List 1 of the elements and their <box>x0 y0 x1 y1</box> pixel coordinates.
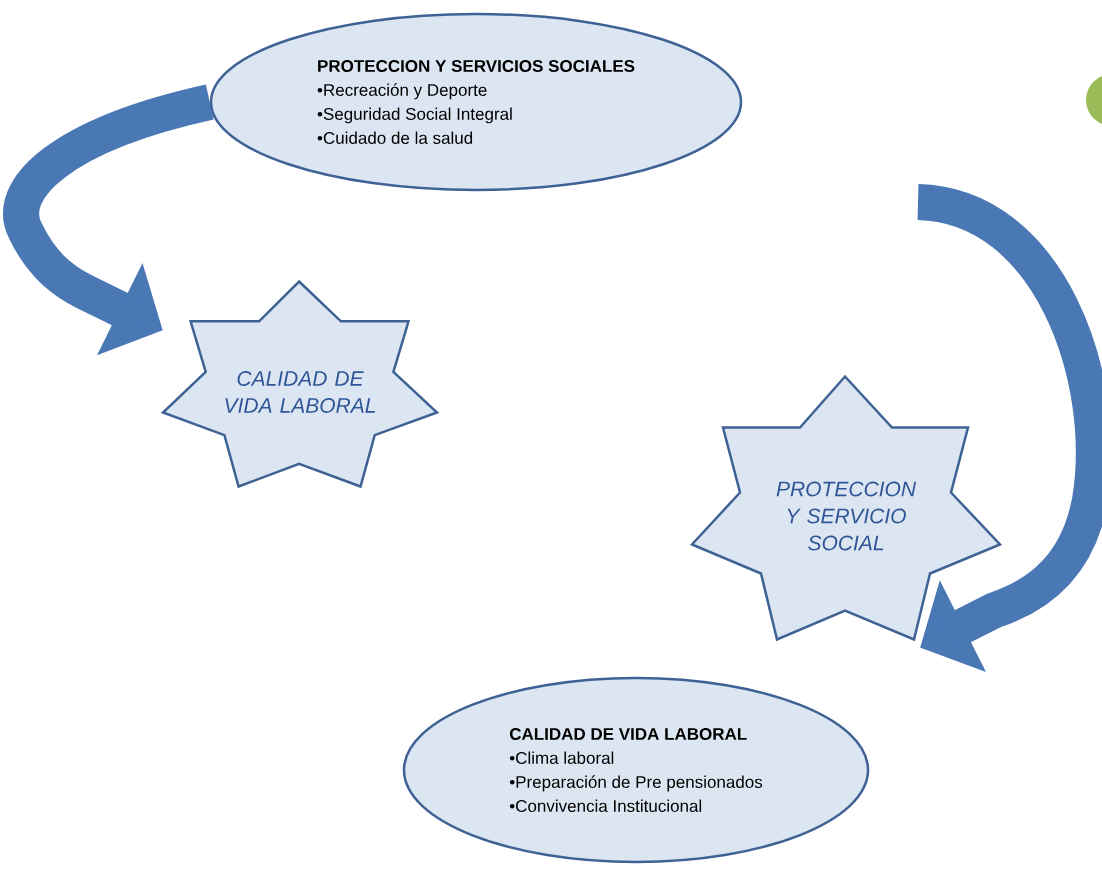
curved-arrow <box>915 184 1102 673</box>
